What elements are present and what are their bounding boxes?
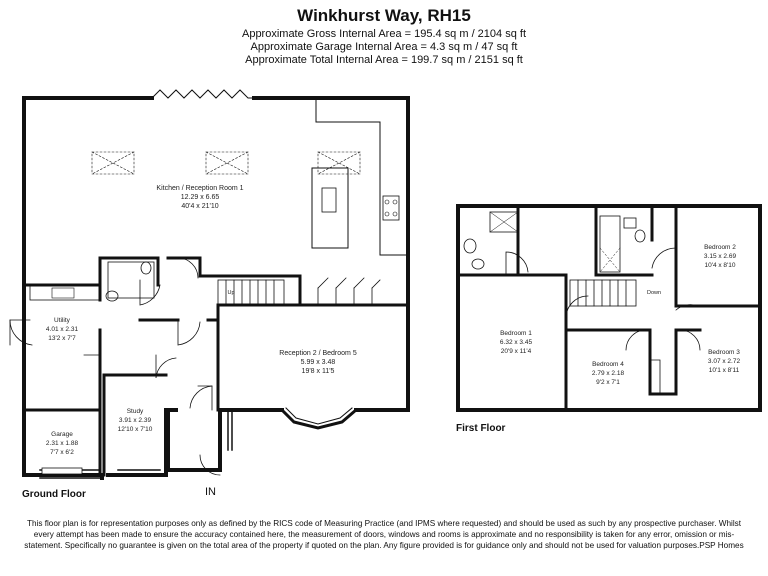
bedroom2-imperial: 10'4 x 8'10 [704, 262, 735, 269]
bedroom2-metric: 3.15 x 2.69 [704, 253, 737, 260]
ground-door-swings [9, 257, 221, 476]
first-floor-walls [456, 204, 762, 412]
reception2-imperial: 19'8 x 11'5 [302, 368, 335, 375]
garage-imperial: 7'7 x 6'2 [50, 449, 74, 456]
bedroom4-name: Bedroom 4 [592, 361, 624, 368]
study-name: Study [127, 408, 144, 415]
bedroom3-metric: 3.07 x 2.72 [708, 358, 741, 365]
garage-area-text: Approximate Garage Internal Area = 4.3 s… [250, 41, 518, 53]
reception2-name: Reception 2 / Bedroom 5 [279, 350, 357, 357]
gross-area-text: Approximate Gross Internal Area = 195.4 … [241, 28, 526, 40]
bedroom1-imperial: 20'9 x 11'4 [501, 348, 532, 355]
garage-name: Garage [51, 431, 73, 438]
bifold-doors [151, 89, 255, 99]
bedroom1-name: Bedroom 1 [500, 330, 532, 337]
bedroom4-imperial: 9'2 x 7'1 [596, 379, 620, 386]
total-area-text: Approximate Total Internal Area = 199.7 … [245, 54, 523, 66]
utility-imperial: 13'2 x 7'7 [48, 335, 76, 342]
bedroom3-imperial: 10'1 x 8'11 [709, 367, 740, 374]
bedroom1-metric: 6.32 x 3.45 [500, 339, 533, 346]
reception2-metric: 5.99 x 3.48 [301, 359, 336, 366]
up-label: Up [227, 290, 234, 296]
first-stairs [569, 279, 637, 307]
kitchen-island [311, 167, 349, 249]
bay-window [279, 407, 359, 430]
bedroom3-name: Bedroom 3 [708, 349, 740, 356]
first-windows [489, 205, 761, 411]
entrance-label: IN [205, 486, 216, 498]
utility-metric: 4.01 x 2.31 [46, 326, 79, 333]
rooflights [91, 151, 361, 175]
plan-title: Winkhurst Way, RH15 [297, 6, 471, 25]
first-floor-internal-walls [456, 204, 762, 412]
down-label: Down [647, 290, 661, 296]
bedroom2-name: Bedroom 2 [704, 244, 736, 251]
study-metric: 3.91 x 2.39 [119, 417, 152, 424]
ground-floor-internal-walls [22, 256, 410, 477]
kitchen-name: Kitchen / Reception Room 1 [156, 185, 243, 192]
bedroom4-metric: 2.79 x 2.18 [592, 370, 625, 377]
first-floor-label: First Floor [456, 423, 506, 434]
garage-metric: 2.31 x 1.88 [46, 440, 79, 447]
disclaimer-text: This floor plan is for representation pu… [24, 519, 744, 550]
first-door-swings [565, 247, 701, 395]
ground-stairs [217, 279, 285, 305]
utility-name: Utility [54, 317, 71, 324]
kitchen-counter [315, 97, 407, 256]
kitchen-metric: 12.29 x 6.65 [181, 194, 220, 201]
kitchen-imperial: 40'4 x 21'10 [181, 203, 218, 210]
ground-floor-label: Ground Floor [22, 489, 86, 500]
ground-floor-walls [22, 96, 410, 480]
study-imperial: 12'10 x 7'10 [118, 426, 153, 433]
